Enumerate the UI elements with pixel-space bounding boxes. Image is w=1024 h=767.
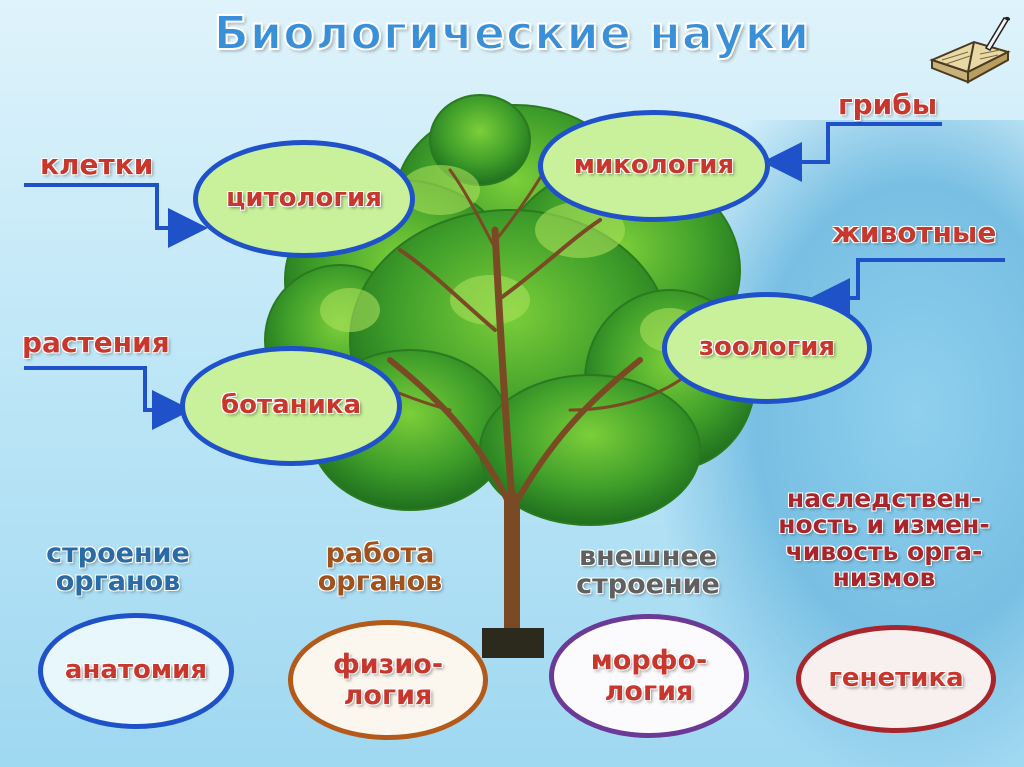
oval-genetics: генетика bbox=[796, 625, 996, 733]
oval-anatomy-label: анатомия bbox=[64, 655, 208, 686]
caption-anatomy: строение органов bbox=[46, 538, 190, 598]
label-plants: растения bbox=[22, 326, 170, 359]
arrow-animals-to-zoology bbox=[810, 258, 1005, 318]
arrow-plants-to-botany bbox=[24, 366, 192, 430]
oval-cytology-label: цитология bbox=[226, 183, 382, 214]
caption-morphology: внешнее строение bbox=[576, 541, 720, 601]
label-animals: животные bbox=[832, 216, 997, 249]
oval-physiology: физио- логия bbox=[288, 620, 488, 740]
caption-physiology: работа органов bbox=[317, 538, 443, 598]
oval-morphology: морфо- логия bbox=[549, 614, 749, 738]
label-fungi: грибы bbox=[838, 88, 938, 121]
oval-morphology-label: морфо- логия bbox=[590, 644, 708, 707]
oval-genetics-label: генетика bbox=[828, 663, 964, 694]
oval-botany-label: ботаника bbox=[220, 390, 361, 421]
label-cells: клетки bbox=[40, 148, 154, 181]
oval-botany: ботаника bbox=[180, 346, 402, 466]
book-with-quill-icon bbox=[929, 16, 1011, 84]
oval-zoology-label: зоология bbox=[698, 332, 836, 363]
arrow-cells-to-cytology bbox=[24, 183, 208, 248]
oval-anatomy: анатомия bbox=[38, 613, 234, 729]
oval-zoology: зоология bbox=[662, 292, 872, 404]
oval-mycology-label: микология bbox=[573, 150, 735, 181]
slide-title: Биологические науки bbox=[213, 5, 811, 61]
arrow-fungi-to-mycology bbox=[762, 122, 942, 182]
caption-genetics: наследствен- ность и измен- чивость орга… bbox=[778, 484, 990, 592]
oval-cytology: цитология bbox=[193, 140, 415, 258]
oval-physiology-label: физио- логия bbox=[332, 648, 444, 711]
oval-mycology: микология bbox=[538, 110, 770, 222]
